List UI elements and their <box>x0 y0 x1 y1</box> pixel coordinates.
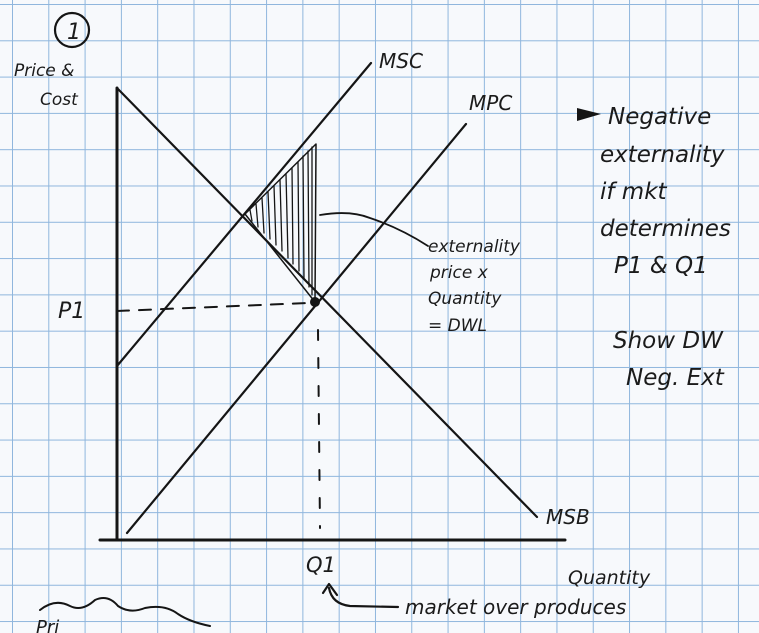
p1-dashed-line <box>116 302 309 312</box>
bottom-note-arrow-line <box>327 586 400 609</box>
msb-curve <box>115 86 539 519</box>
figure-number-circle <box>53 11 91 49</box>
annotation-line1: externality <box>428 237 521 257</box>
side-note-line4: determines <box>600 216 731 242</box>
figure-number: 1 <box>67 20 81 45</box>
msb-label: MSB <box>546 505 590 529</box>
annotation-leader-line <box>319 212 429 247</box>
side-note-line3: if mkt <box>600 179 668 205</box>
q1-label: Q1 <box>306 553 336 577</box>
annotation-line2: price x <box>429 263 489 283</box>
side-note-line7: Neg. Ext <box>626 365 725 391</box>
y-axis-label-line1: Price & <box>14 61 74 81</box>
bottom-left-scribble <box>39 597 211 627</box>
bottom-left-fragment: Pri <box>36 617 59 633</box>
side-note-line1: Negative <box>608 104 711 130</box>
p1-label: P1 <box>58 299 85 324</box>
x-axis-label: Quantity <box>568 567 651 589</box>
side-note-line6: Show DW <box>613 328 724 354</box>
mpc-curve <box>125 122 468 535</box>
bottom-note: market over produces <box>405 595 626 619</box>
q1-dashed-line <box>317 329 321 529</box>
up-arrow-icon <box>321 582 339 597</box>
y-axis-label-line2: Cost <box>40 90 79 110</box>
side-note-line5: P1 & Q1 <box>614 253 708 279</box>
market-equilibrium-point <box>310 297 320 307</box>
msc-curve <box>115 61 373 368</box>
deadweight-loss-shading <box>244 143 317 303</box>
annotation-line4: = DWL <box>428 316 487 336</box>
annotation-line3: Quantity <box>428 289 502 309</box>
side-note-line2: externality <box>600 142 725 168</box>
mpc-label: MPC <box>469 91 512 115</box>
arrow-bullet-icon <box>577 108 601 121</box>
msc-label: MSC <box>379 49 423 73</box>
